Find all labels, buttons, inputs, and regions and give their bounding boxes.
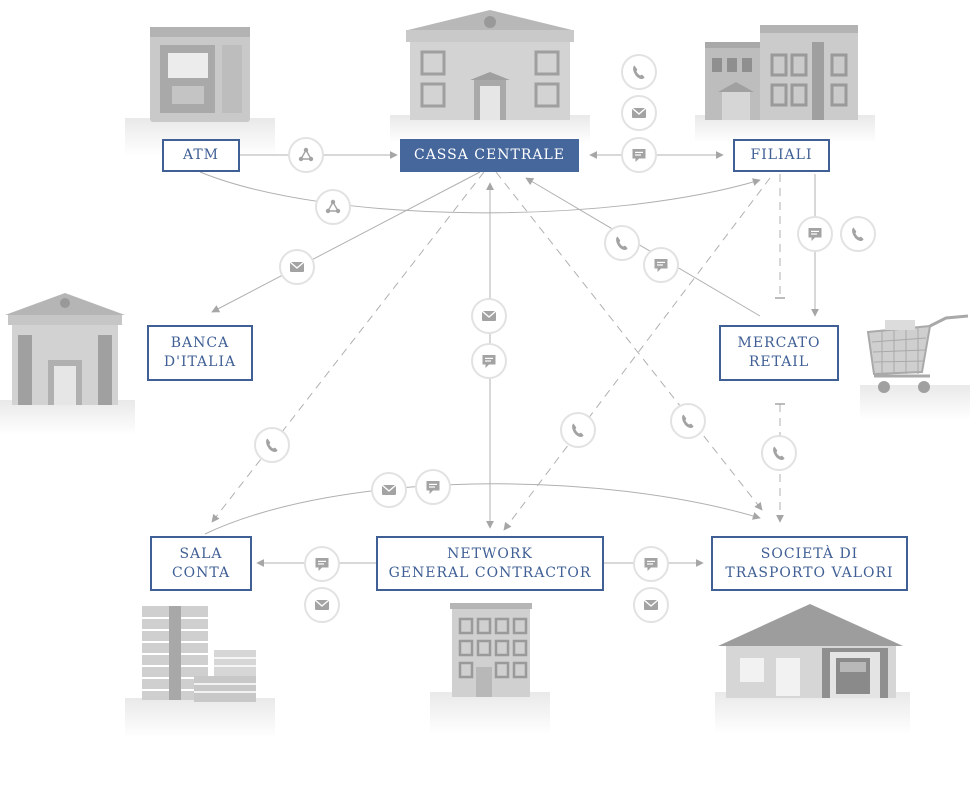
chat-icon [643, 247, 679, 283]
connector-sala-conta-societa [204, 483, 761, 535]
node-cassa-centrale[interactable]: CASSA CENTRALE [400, 139, 579, 172]
atm-machine-illustration [125, 27, 275, 156]
node-label-line: D'ITALIA [163, 354, 237, 370]
mail-icon [371, 472, 407, 508]
node-label-line: SOCIETÀ DI [760, 545, 859, 562]
connector-cassa-banca-italia [211, 171, 481, 313]
node-label-line: MERCATO [737, 335, 821, 351]
chat-icon [471, 343, 507, 379]
phone-icon [604, 225, 640, 261]
mail-icon [279, 249, 315, 285]
node-label-line: NETWORK [447, 545, 533, 562]
node-network-general-contractor[interactable]: NETWORK GENERAL CONTRACTOR [376, 536, 604, 591]
node-label-line: TRASPORTO VALORI [725, 564, 894, 581]
node-label-line: CONTA [171, 564, 231, 581]
phone-icon [621, 54, 657, 90]
phone-icon [254, 427, 290, 463]
phone-icon [560, 412, 596, 448]
phone-icon [761, 435, 797, 471]
node-label-line: BANCA [170, 335, 230, 351]
cassa-centrale-building-illustration [390, 10, 590, 143]
node-label-line: FILIALI [750, 147, 813, 163]
chat-icon [633, 546, 669, 582]
chat-icon [621, 137, 657, 173]
network-office-building-illustration [430, 603, 550, 734]
connector-cassa-sala-conta [211, 171, 485, 523]
banca-italia-building-illustration [0, 293, 135, 435]
node-societa-trasporto-valori[interactable]: SOCIETÀ DI TRASPORTO VALORI [711, 536, 908, 591]
money-stacks-illustration [125, 606, 275, 738]
connector-cassa-mercato-retail [525, 177, 761, 317]
connector-atm-filiali [199, 171, 761, 214]
node-atm[interactable]: ATM [162, 139, 240, 172]
node-mercato-retail[interactable]: MERCATO RETAIL [719, 325, 839, 381]
node-sala-conta[interactable]: SALA CONTA [150, 536, 252, 591]
node-label-line: RETAIL [748, 354, 810, 370]
chat-icon [304, 546, 340, 582]
chat-icon [415, 469, 451, 505]
mail-icon [621, 95, 657, 131]
node-label-line: SALA [179, 545, 223, 562]
node-banca-italia[interactable]: BANCA D'ITALIA [147, 325, 253, 381]
mail-icon [633, 587, 669, 623]
phone-icon [840, 216, 876, 252]
node-label-line: ATM [182, 147, 220, 163]
network-icon [315, 189, 351, 225]
mail-icon [471, 298, 507, 334]
shopping-cart-illustration [860, 314, 970, 420]
warehouse-truck-illustration [715, 604, 910, 734]
connector-filiali-network [503, 177, 771, 531]
phone-icon [670, 403, 706, 439]
node-label-line: GENERAL CONTRACTOR [388, 564, 592, 581]
connector-cassa-societa [495, 171, 763, 511]
node-filiali[interactable]: FILIALI [733, 139, 830, 172]
network-icon [288, 137, 324, 173]
chat-icon [797, 216, 833, 252]
filiali-buildings-illustration [695, 25, 875, 143]
node-label-line: CASSA CENTRALE [413, 147, 565, 163]
mail-icon [304, 587, 340, 623]
